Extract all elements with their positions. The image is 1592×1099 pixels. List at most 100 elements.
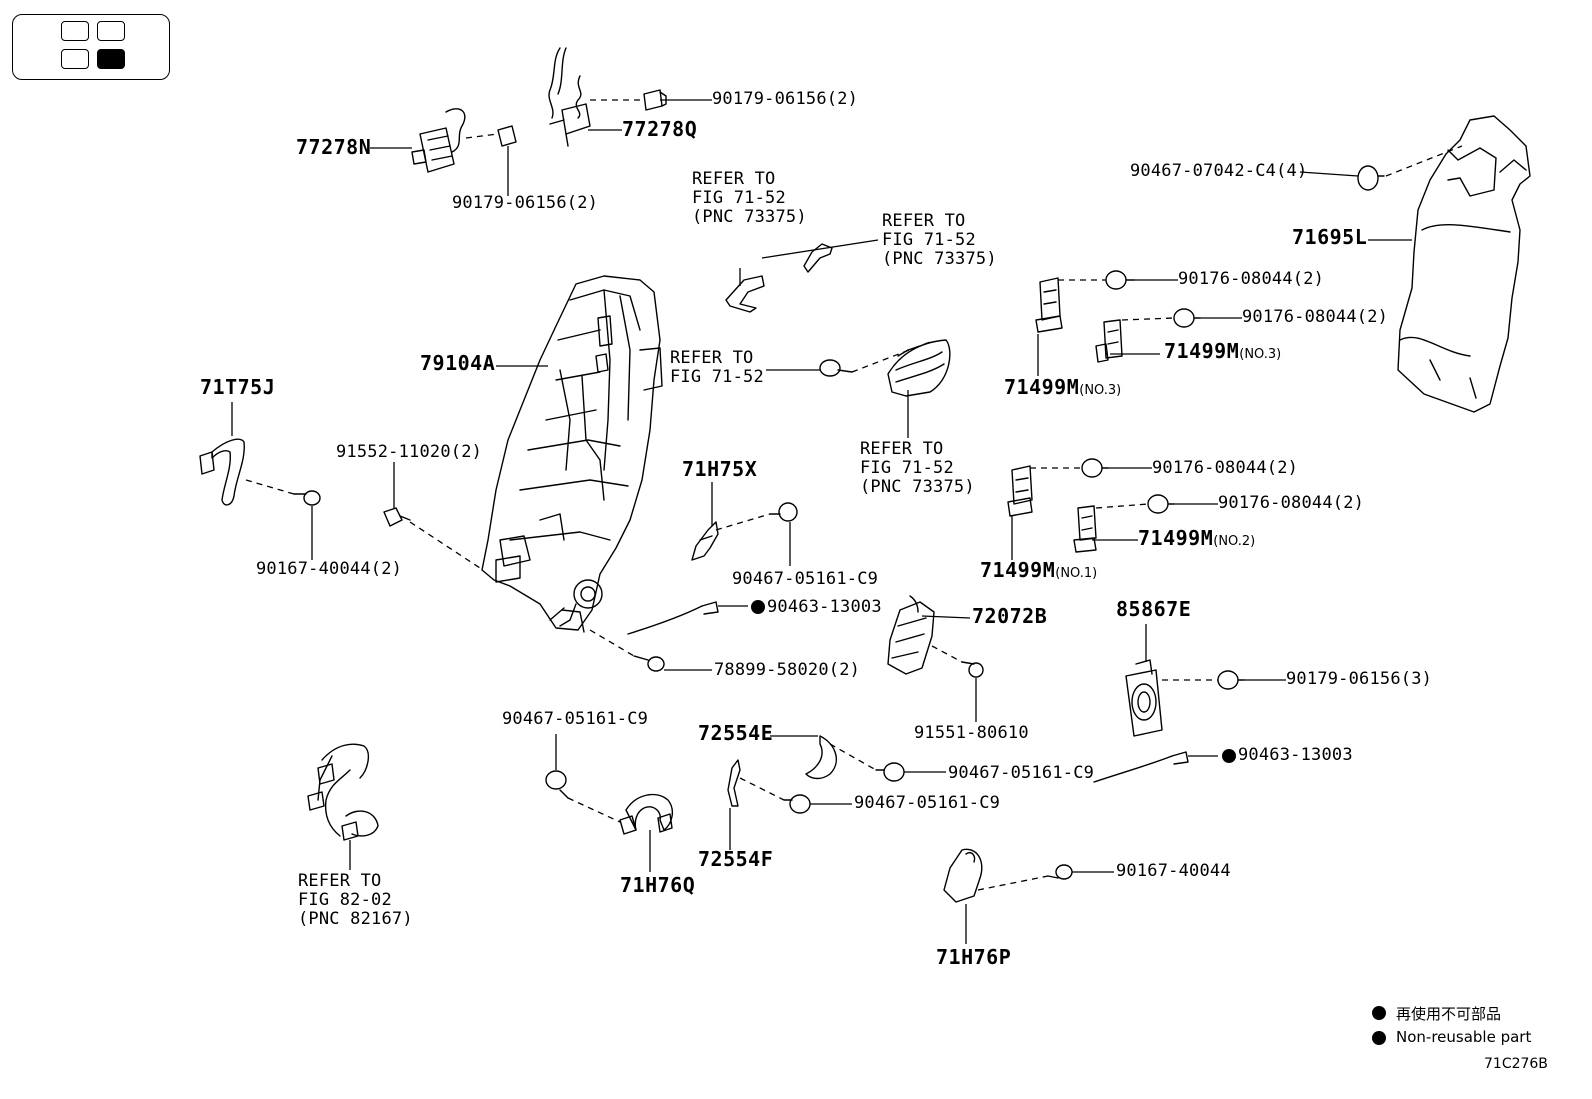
label-85867e[interactable]: 85867E bbox=[1116, 597, 1192, 621]
refer-bracket-1 bbox=[725, 275, 765, 313]
label-77278n[interactable]: 77278N bbox=[296, 135, 372, 159]
label-72072b[interactable]: 72072B bbox=[972, 604, 1048, 628]
clip-90467-05161-a bbox=[769, 502, 798, 522]
pnc-71499m: 71499M bbox=[1004, 375, 1080, 399]
bolt-91552 bbox=[383, 507, 411, 527]
label-77278q[interactable]: 77278Q bbox=[622, 117, 698, 141]
label-refer-fig-71-52-d[interactable]: REFER TO FIG 71-52 (PNC 73375) bbox=[860, 439, 975, 497]
label-72554e[interactable]: 72554E bbox=[698, 721, 774, 745]
part-72554e bbox=[805, 735, 838, 780]
pnc-suffix-no3: (NO.3) bbox=[1079, 383, 1122, 398]
label-71h75x[interactable]: 71H75X bbox=[682, 457, 758, 481]
label-90179-06156-3[interactable]: 90179-06156(3) bbox=[1286, 669, 1433, 689]
bolt-91551 bbox=[961, 661, 984, 678]
bolt-78899 bbox=[633, 655, 665, 672]
pnc-suffix-no1: (NO.1) bbox=[1055, 566, 1098, 581]
label-71h76q[interactable]: 71H76Q bbox=[620, 873, 696, 897]
refer-harness-82-02 bbox=[307, 743, 379, 841]
label-91551-80610[interactable]: 91551-80610 bbox=[914, 723, 1029, 743]
pnc-suffix-no2: (NO.2) bbox=[1213, 534, 1256, 549]
clip-90179-c bbox=[1217, 670, 1245, 690]
part-71h76q bbox=[619, 793, 674, 835]
label-90467-05161-c9-d[interactable]: 90467-05161-C9 bbox=[854, 793, 1001, 813]
label-71499m-no3-left[interactable]: 71499M(NO.3) bbox=[1004, 375, 1122, 400]
label-90176-08044-b[interactable]: 90176-08044(2) bbox=[1242, 307, 1389, 327]
locator-rear-right-selected bbox=[97, 49, 125, 69]
clip-90176-d bbox=[1147, 494, 1175, 514]
label-71499m-no2[interactable]: 71499M(NO.2) bbox=[1138, 528, 1256, 551]
locator-front-left bbox=[61, 21, 89, 41]
label-90463-13003-lower[interactable]: 90463-13003 bbox=[1238, 745, 1353, 765]
part-71695l bbox=[1397, 115, 1531, 413]
clip-90467-05161-d bbox=[545, 770, 569, 799]
label-71695l[interactable]: 71695L bbox=[1292, 225, 1368, 249]
part-77278n bbox=[411, 108, 466, 173]
part-77278q bbox=[548, 47, 591, 147]
part-71499m-no1 bbox=[1007, 465, 1033, 517]
non-reusable-dot-90463-upper bbox=[751, 600, 765, 614]
label-90176-08044-d[interactable]: 90176-08044(2) bbox=[1218, 493, 1365, 513]
label-71t75j[interactable]: 71T75J bbox=[200, 375, 276, 399]
label-71499m-no1[interactable]: 71499M(NO.1) bbox=[980, 558, 1098, 583]
label-91552-11020[interactable]: 91552-11020(2) bbox=[336, 442, 483, 462]
non-reusable-dot-90463-lower bbox=[1222, 749, 1236, 763]
part-72072b bbox=[887, 595, 935, 675]
refer-bracket-2 bbox=[803, 243, 833, 273]
label-90167-40044-2[interactable]: 90167-40044(2) bbox=[256, 559, 403, 579]
label-90467-07042-c4[interactable]: 90467-07042-C4(4) bbox=[1130, 161, 1308, 181]
locator-rear-left bbox=[61, 49, 89, 69]
label-90467-05161-c9-c[interactable]: 90467-05161-C9 bbox=[948, 763, 1095, 783]
part-72554f bbox=[727, 759, 741, 807]
clip-90467-05161-b bbox=[875, 762, 905, 782]
bolt-90167-lower bbox=[1047, 864, 1073, 880]
label-refer-fig-71-52-b[interactable]: REFER TO FIG 71-52 (PNC 73375) bbox=[882, 211, 997, 269]
legend-dot-en bbox=[1372, 1031, 1386, 1045]
part-85867e bbox=[1125, 659, 1163, 737]
label-71499m-no3-right[interactable]: 71499M(NO.3) bbox=[1164, 339, 1282, 364]
label-90179-06156-left[interactable]: 90179-06156(2) bbox=[452, 193, 599, 213]
label-90179-06156-top[interactable]: 90179-06156(2) bbox=[712, 89, 859, 109]
label-refer-fig-71-52-c[interactable]: REFER TO FIG 71-52 bbox=[670, 348, 764, 387]
clip-90179-left bbox=[497, 125, 517, 147]
label-90463-13003-upper[interactable]: 90463-13003 bbox=[767, 597, 882, 617]
tie-90463-lower bbox=[1093, 751, 1189, 783]
part-71499m-no2 bbox=[1073, 505, 1097, 553]
locator-front-right bbox=[97, 21, 125, 41]
clip-90467-05161-c bbox=[783, 794, 811, 814]
clip-90176-c bbox=[1081, 458, 1109, 478]
label-90167-40044[interactable]: 90167-40044 bbox=[1116, 861, 1231, 881]
figure-code: 71C276B bbox=[1484, 1056, 1548, 1072]
clip-90176-a bbox=[1105, 270, 1135, 290]
part-71499m-no3-left bbox=[1035, 277, 1063, 333]
label-72554f[interactable]: 72554F bbox=[698, 847, 774, 871]
label-71h76p[interactable]: 71H76P bbox=[936, 945, 1012, 969]
part-71499m-no3-right bbox=[1095, 319, 1123, 363]
label-90176-08044-a[interactable]: 90176-08044(2) bbox=[1178, 269, 1325, 289]
bolt-90167-left bbox=[293, 490, 321, 506]
clip-90467-07042 bbox=[1357, 165, 1385, 191]
label-refer-fig-71-52-a[interactable]: REFER TO FIG 71-52 (PNC 73375) bbox=[692, 169, 807, 227]
seat-locator-thumbnail bbox=[12, 14, 170, 80]
part-71h76p bbox=[943, 848, 983, 903]
pnc-71499m: 71499M bbox=[980, 558, 1056, 582]
pnc-suffix-no3: (NO.3) bbox=[1239, 347, 1282, 362]
label-79104a[interactable]: 79104A bbox=[420, 351, 496, 375]
part-79104a-seatback-frame bbox=[481, 275, 663, 633]
part-71h75x bbox=[691, 521, 719, 561]
label-90176-08044-c[interactable]: 90176-08044(2) bbox=[1152, 458, 1299, 478]
legend-text-jp: 再使用不可部品 bbox=[1396, 1005, 1502, 1023]
legend-text-en: Non-reusable part bbox=[1396, 1028, 1532, 1046]
pnc-71499m: 71499M bbox=[1164, 339, 1240, 363]
refer-part-71-52-center bbox=[887, 339, 951, 397]
part-71t75j bbox=[199, 438, 245, 506]
tie-90463-upper bbox=[627, 601, 719, 635]
clip-90176-b bbox=[1173, 308, 1201, 328]
label-refer-fig-82-02[interactable]: REFER TO FIG 82-02 (PNC 82167) bbox=[298, 871, 413, 929]
label-90467-05161-c9-a[interactable]: 90467-05161-C9 bbox=[732, 569, 879, 589]
label-90467-05161-c9-b[interactable]: 90467-05161-C9 bbox=[502, 709, 649, 729]
legend-dot-jp bbox=[1372, 1006, 1386, 1020]
label-78899-58020[interactable]: 78899-58020(2) bbox=[714, 660, 861, 680]
screw-center bbox=[819, 359, 853, 377]
